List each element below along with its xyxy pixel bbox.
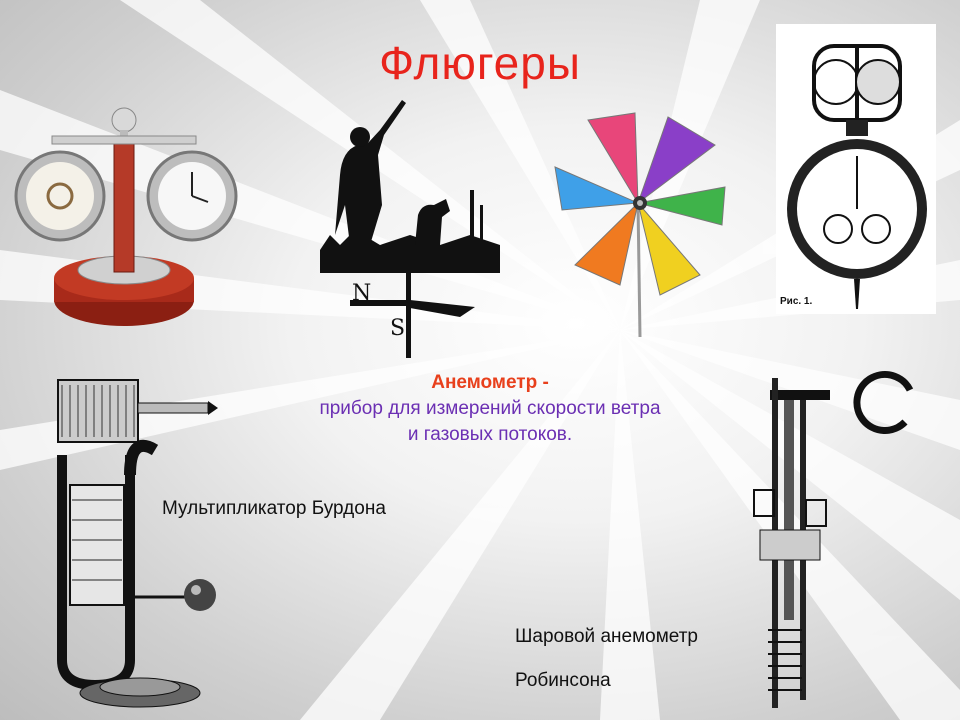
caption-robinson-line-2: Робинсона <box>515 670 611 691</box>
bourdon-multiplier-image <box>57 379 218 708</box>
caption-robinson-line-1: Шаровой анемометр <box>515 626 698 647</box>
definition-line-1: прибор для измерений скорости ветра <box>319 398 661 419</box>
vane-letter-n: N <box>352 281 371 306</box>
barometer-stand-image <box>14 107 238 326</box>
hunter-weather-vane-image: N S <box>320 100 500 358</box>
slide-title: Флюгеры <box>379 37 581 89</box>
definition-term: Анемометр - <box>431 372 549 393</box>
pinwheel-image <box>554 112 726 338</box>
hand-anemometer-figure: Рис. 1. <box>776 24 936 314</box>
figure-label: Рис. 1. <box>780 296 813 307</box>
hand-anemometer-drawing <box>787 44 927 309</box>
anemometer-definition: Анемометр - прибор для измерений скорост… <box>250 370 730 448</box>
definition-line-2: и газовых потоков. <box>407 424 573 445</box>
caption-bourdon: Мультипликатор Бурдона <box>162 498 386 519</box>
robinson-anemometer-image <box>753 370 914 708</box>
vane-letter-s: S <box>390 316 405 341</box>
